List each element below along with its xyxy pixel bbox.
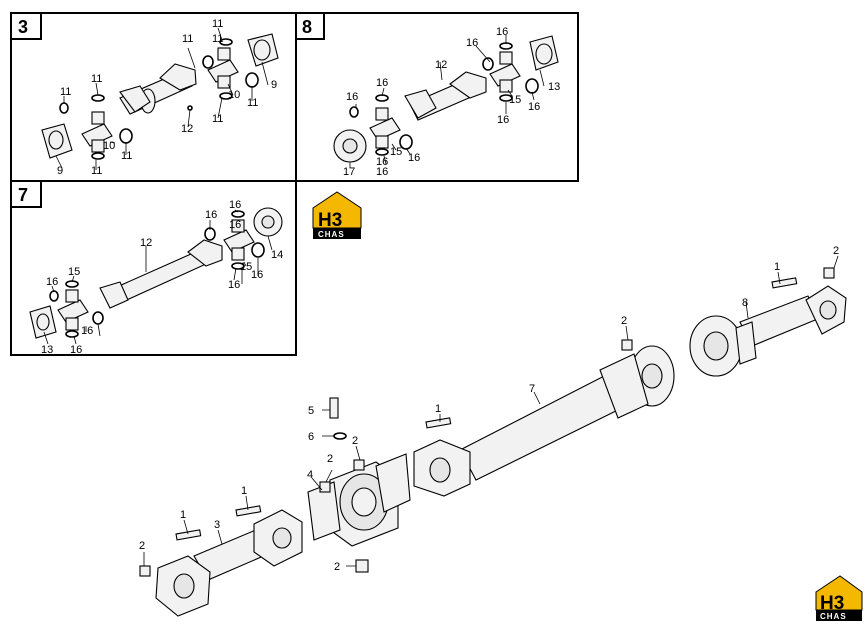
callout: 16 (497, 114, 509, 126)
callout: 11 (121, 150, 132, 162)
callout: 1 (435, 403, 441, 415)
callout: 16 (70, 344, 82, 356)
callout: 2 (352, 435, 358, 447)
callout: 12 (435, 59, 447, 71)
callout: 8 (742, 297, 748, 309)
logo-subtext: CHAS (318, 230, 345, 239)
callout: 4 (307, 469, 313, 481)
callout: 16 (408, 152, 420, 164)
callout: 11 (247, 97, 258, 109)
box-label: 7 (18, 185, 28, 205)
callout: 11 (91, 165, 102, 177)
callout: 15 (240, 261, 252, 273)
callout: 16 (496, 26, 508, 38)
callout: 17 (343, 166, 355, 178)
callout: 5 (308, 405, 314, 417)
box-label: 3 (18, 17, 28, 37)
callout: 16 (229, 219, 241, 231)
callout: 2 (334, 561, 340, 573)
callout: 1 (241, 485, 247, 497)
callout: 2 (621, 315, 627, 327)
callout: 16 (466, 37, 478, 49)
callout: 16 (205, 209, 217, 221)
callout: 16 (346, 91, 358, 103)
callout: 15 (390, 146, 402, 158)
callout: 16 (376, 156, 388, 168)
callout: 14 (271, 249, 283, 261)
callout: 16 (81, 325, 93, 337)
callout: 6 (308, 431, 314, 443)
callout: 15 (509, 94, 521, 106)
callout: 16 (228, 279, 240, 291)
callout: 12 (140, 237, 152, 249)
callout: 11 (212, 33, 223, 45)
callout: 9 (57, 165, 63, 177)
callout: 11 (60, 86, 71, 98)
logo-subtext: CHAS (820, 612, 847, 621)
brand-logo: H3 CHAS (815, 575, 863, 621)
callout: 11 (212, 18, 223, 30)
logo-text: H3 (820, 593, 844, 614)
brand-logo: H3 CHAS (312, 191, 362, 239)
logo-text: H3 (318, 210, 342, 231)
callout: 16 (251, 269, 263, 281)
callout: 3 (214, 519, 220, 531)
callout: 10 (103, 140, 115, 152)
callout: 16 (229, 199, 241, 211)
callout: 15 (68, 266, 80, 278)
callout: 13 (41, 344, 53, 356)
callout: 2 (327, 453, 333, 465)
callout: 11 (212, 113, 223, 125)
detail-box-8: 8 12 16 16 13 15 16 16 16 16 16 15 16 (295, 12, 579, 182)
callout: 2 (139, 540, 145, 552)
callout: 12 (181, 123, 193, 135)
callout: 16 (376, 166, 388, 178)
box-label: 8 (302, 17, 312, 37)
callout: 1 (774, 261, 780, 273)
callout: 13 (548, 81, 560, 93)
callout: 16 (46, 276, 58, 288)
callout: 7 (529, 383, 535, 395)
callout: 1 (180, 509, 186, 521)
callout: 10 (228, 89, 240, 101)
detail-box-3: 3 11 11 9 10 11 11 12 (10, 12, 297, 182)
callout: 16 (528, 101, 540, 113)
callout: 2 (833, 245, 839, 257)
callout: 9 (271, 79, 277, 91)
callout: 16 (376, 77, 388, 89)
main-assembly: 1 2 8 2 7 1 5 6 2 2 4 1 3 1 2 2 (139, 245, 847, 617)
detail-box-7: 7 12 16 16 16 14 15 16 16 16 15 16 13 (10, 180, 297, 356)
callout: 11 (91, 73, 102, 85)
callout: 11 (182, 33, 193, 45)
